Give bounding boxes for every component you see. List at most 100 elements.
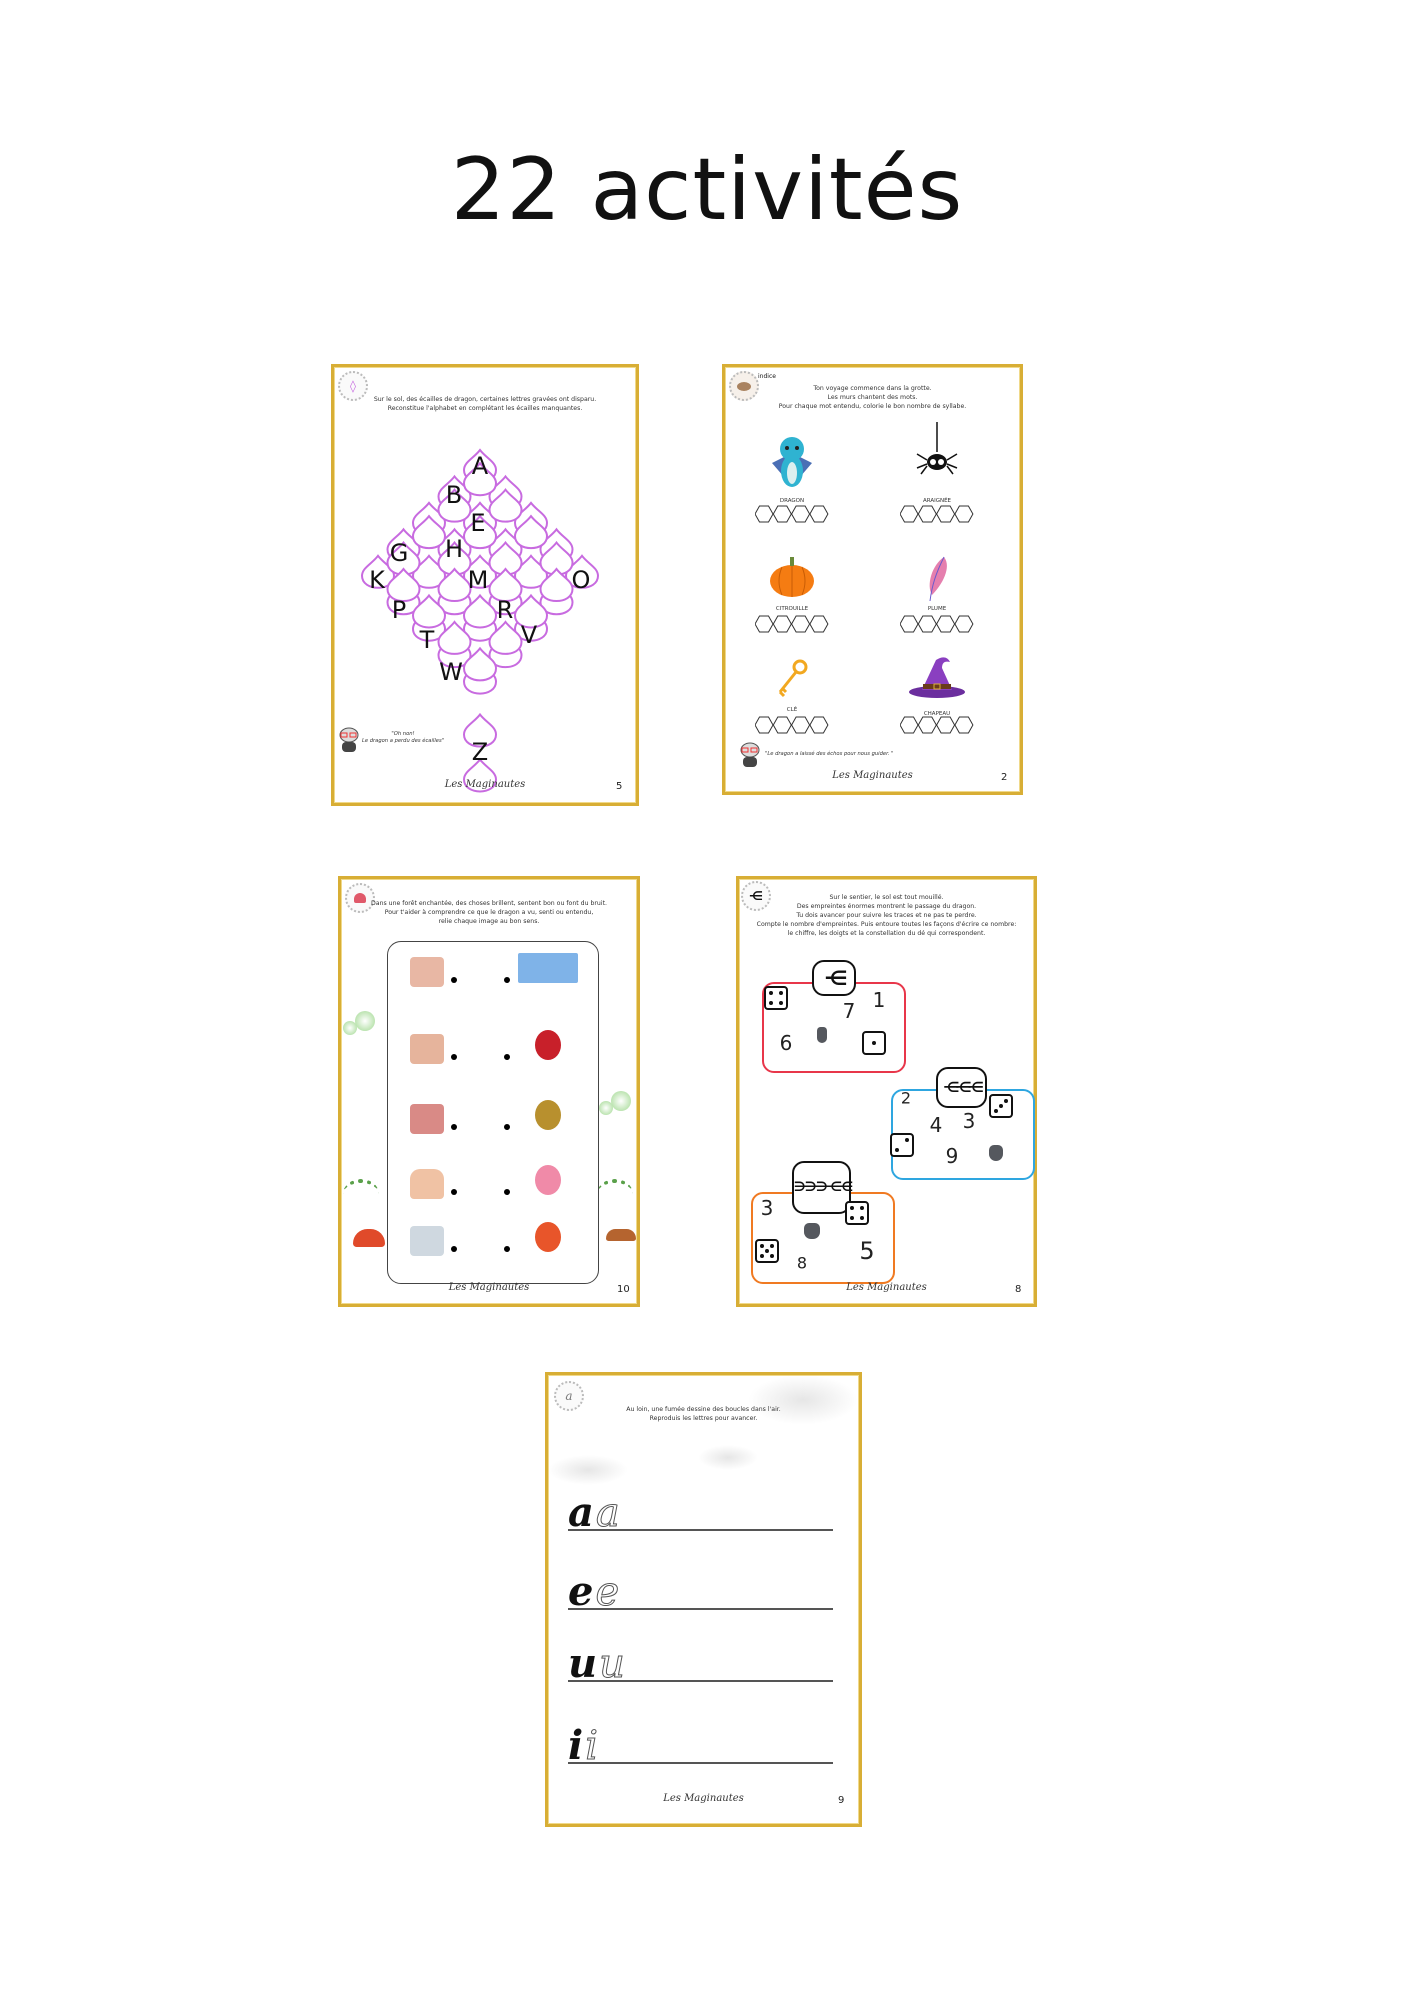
scale-shape[interactable] (462, 514, 498, 550)
match-dot-left[interactable] (451, 1054, 457, 1060)
five-finger-hand-icon[interactable] (804, 1223, 820, 1239)
instruction-line: Au loin, une fumée dessine des boucles d… (626, 1406, 781, 1413)
letter-solid: i (568, 1722, 584, 1769)
syllable-hexagon[interactable] (954, 716, 974, 734)
syllable-hexagon[interactable] (900, 716, 919, 734)
match-dot-left[interactable] (451, 977, 457, 983)
number-option[interactable]: 1 (872, 988, 886, 1012)
scale-shape[interactable] (513, 593, 549, 629)
scale-shape[interactable] (488, 488, 523, 523)
match-dot-right[interactable] (504, 1189, 510, 1195)
syllable-hexagon[interactable] (772, 615, 792, 633)
match-dot-right[interactable] (504, 977, 510, 983)
match-dot-right[interactable] (504, 1124, 510, 1130)
match-dot-left[interactable] (451, 1124, 457, 1130)
number-option[interactable]: 4 (929, 1113, 943, 1137)
match-dot-left[interactable] (451, 1246, 457, 1252)
syllable-hexagon[interactable] (936, 716, 956, 734)
number-option[interactable]: 8 (796, 1253, 808, 1273)
match-dot-right[interactable] (504, 1246, 510, 1252)
scale-letter: P (391, 596, 407, 624)
scale-shape[interactable] (411, 514, 447, 550)
number-option[interactable]: 2 (900, 1088, 912, 1108)
syllable-hexagon[interactable] (936, 615, 956, 633)
scale-shape[interactable] (462, 593, 498, 629)
die-five[interactable] (755, 1239, 779, 1263)
cursive-letter-model: ii (568, 1726, 598, 1767)
syllable-hexagon[interactable] (772, 716, 792, 734)
syllable-hexagon[interactable] (954, 615, 974, 633)
syllable-hexagon[interactable] (900, 505, 919, 523)
scale-shape[interactable] (462, 646, 498, 682)
drumstick-badge-icon (729, 371, 759, 401)
writing-line[interactable] (568, 1762, 833, 1764)
scale-shape[interactable] (462, 461, 498, 497)
cloud-decoration (698, 1445, 758, 1470)
writing-line[interactable] (568, 1680, 833, 1682)
die-one[interactable] (862, 1031, 886, 1055)
instruction-line: Compte le nombre d'empreintes. Puis ento… (756, 921, 1017, 928)
die-two[interactable] (890, 1133, 914, 1157)
syllable-hexagon[interactable] (772, 505, 792, 523)
brand-footer: Les Maginautes (846, 1282, 927, 1293)
one-finger-hand-icon[interactable] (817, 1027, 827, 1043)
syllable-hexagon[interactable] (791, 716, 811, 734)
syllable-hexagon[interactable] (755, 505, 774, 523)
scale-shape[interactable] (386, 567, 421, 603)
hint-label: indice (758, 373, 776, 380)
syllable-hexagon[interactable] (755, 615, 774, 633)
match-dot-left[interactable] (451, 1189, 457, 1195)
syllable-hexagon[interactable] (954, 505, 974, 523)
syllable-hexagon[interactable] (917, 505, 937, 523)
mushroom-decoration (606, 1229, 636, 1241)
scale-shape[interactable] (539, 567, 574, 603)
scale-letter: Z (471, 738, 489, 766)
number-option[interactable]: 5 (859, 1237, 875, 1265)
scale-shape[interactable] (437, 488, 472, 523)
instruction-line: Les murs chantent des mots. (827, 394, 918, 401)
scale-shape[interactable] (513, 514, 549, 550)
syllable-hexagon[interactable] (791, 615, 811, 633)
scale-shape[interactable] (437, 567, 472, 603)
scale-shape[interactable] (462, 712, 498, 748)
die-three[interactable] (989, 1094, 1013, 1118)
scale-shape[interactable] (411, 593, 447, 629)
syllable-hexagon[interactable] (809, 505, 829, 523)
writing-line[interactable] (568, 1529, 833, 1531)
die-four[interactable] (845, 1201, 869, 1225)
worksheet-senses: Dans une forêt enchantée, des choses bri… (338, 876, 640, 1307)
three-finger-hand-icon[interactable] (989, 1145, 1003, 1161)
syllable-hexagon[interactable] (917, 615, 937, 633)
scale-shape[interactable] (462, 757, 498, 793)
word-label: CITROUILLE (775, 606, 809, 612)
syllable-hexagon[interactable] (936, 505, 956, 523)
worksheet-syllables: indice Ton voyage commence dans la grott… (722, 364, 1023, 795)
number-option[interactable]: 3 (962, 1109, 976, 1133)
scale-shape[interactable] (488, 567, 523, 603)
number-option[interactable]: 9 (945, 1144, 959, 1168)
number-option[interactable]: 6 (779, 1031, 793, 1055)
syllable-hexagon[interactable] (755, 716, 774, 734)
syllable-hexagon[interactable] (809, 716, 829, 734)
number-option[interactable]: 7 (842, 999, 856, 1023)
scale-badge-icon: ◊ (338, 371, 368, 401)
syllable-hexagon[interactable] (917, 716, 937, 734)
scale-letter: T (419, 626, 435, 654)
scale-letter: O (571, 566, 591, 594)
brand-footer: Les Maginautes (448, 1282, 530, 1293)
syllable-hexagon[interactable] (809, 615, 829, 633)
scale-shape[interactable] (488, 620, 523, 655)
number-option[interactable]: 3 (760, 1196, 774, 1220)
instruction-line: Pour t'aider à comprendre ce que le drag… (384, 909, 594, 916)
writing-line[interactable] (568, 1608, 833, 1610)
worksheet-counting: ⋲ Sur le sentier, le sol est tout mouill… (736, 876, 1037, 1307)
scale-shape[interactable] (437, 620, 472, 655)
match-dot-right[interactable] (504, 1054, 510, 1060)
worksheet-alphabet: ◊ Sur le sol, des écailles de dragon, ce… (331, 364, 639, 806)
fern-decoration (343, 1179, 379, 1209)
syllable-hexagons (755, 615, 829, 633)
scale-letter: W (439, 658, 463, 686)
syllable-hexagon[interactable] (791, 505, 811, 523)
syllable-hexagon[interactable] (900, 615, 919, 633)
